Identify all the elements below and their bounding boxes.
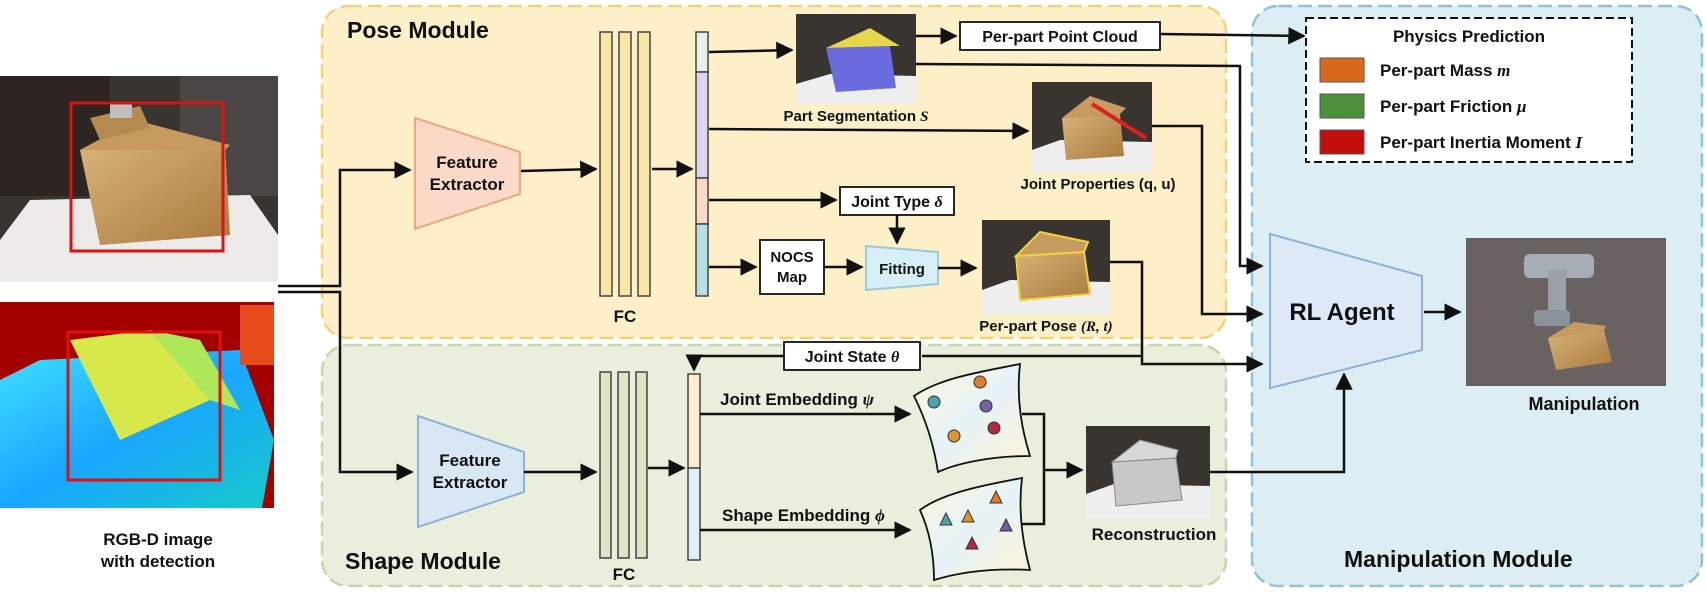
joint-properties-image	[1032, 82, 1152, 172]
pose-fc-layers	[599, 31, 651, 297]
physics-item-swatch	[1319, 57, 1365, 83]
svg-text:Fitting: Fitting	[879, 261, 925, 278]
physics-title: Physics Prediction	[1393, 27, 1545, 46]
shape-embedding-label: Shape Embedding ϕ	[722, 506, 885, 525]
per-part-pose-label: Per-part Pose (R, t)	[979, 318, 1112, 335]
detection-box-rgb	[69, 101, 225, 253]
shape-output-vector	[687, 373, 701, 561]
part-segmentation-label: Part Segmentation S	[783, 108, 928, 125]
physics-item-swatch	[1319, 93, 1365, 119]
svg-text:Extractor: Extractor	[430, 175, 505, 194]
physics-item-label: Per-part Inertia Moment I	[1380, 133, 1584, 152]
physics-item-label: Per-part Mass m	[1380, 61, 1510, 80]
svg-text:Feature: Feature	[439, 451, 500, 470]
pose-fc-label: FC	[614, 307, 637, 326]
manipulation-label: Manipulation	[1529, 394, 1640, 414]
shape-feature-extractor: Feature Extractor	[417, 414, 525, 529]
nocs-map-box: NOCS Map	[759, 239, 825, 295]
svg-text:Per-part Point Cloud: Per-part Point Cloud	[982, 29, 1138, 46]
reconstruction-label: Reconstruction	[1092, 525, 1217, 544]
manipulation-image	[1466, 238, 1666, 386]
physics-item: Per-part Friction μ	[1319, 93, 1526, 119]
svg-text:Joint Type δ: Joint Type δ	[851, 194, 942, 211]
svg-text:NOCS: NOCS	[770, 249, 813, 266]
rgb-image	[0, 76, 278, 282]
physics-item: Per-part Inertia Moment I	[1319, 129, 1584, 155]
input-caption-line2: with detection	[100, 552, 215, 571]
manipulation-module-title: Manipulation Module	[1344, 546, 1573, 572]
rl-agent-block: RL Agent	[1269, 232, 1423, 390]
svg-text:RL Agent: RL Agent	[1289, 299, 1394, 326]
shape-module-title: Shape Module	[345, 548, 501, 574]
per-part-pose-image	[982, 220, 1110, 314]
svg-text:Extractor: Extractor	[433, 473, 508, 492]
pose-feature-extractor: Feature Extractor	[414, 116, 521, 231]
pose-module-title: Pose Module	[347, 17, 489, 43]
joint-embedding-label: Joint Embedding ψ	[720, 390, 875, 409]
detection-box-depth	[66, 330, 222, 482]
fitting-box: Fitting	[865, 244, 939, 292]
per-part-point-cloud-box: Per-part Point Cloud	[959, 21, 1161, 51]
svg-text:Map: Map	[777, 269, 807, 286]
svg-text:Feature: Feature	[436, 153, 497, 172]
depth-image	[0, 302, 274, 508]
physics-item: Per-part Mass m	[1319, 57, 1510, 83]
shape-fc-layers	[599, 371, 648, 559]
part-segmentation-image	[796, 14, 916, 104]
joint-properties-label: Joint Properties (q, u)	[1020, 176, 1175, 193]
physics-item-label: Per-part Friction μ	[1380, 97, 1526, 116]
joint-embedding-manifold	[912, 362, 1032, 474]
input-caption-line1: RGB-D image	[103, 530, 213, 549]
svg-text:Joint State θ: Joint State θ	[805, 349, 900, 366]
reconstruction-image	[1086, 426, 1210, 518]
shape-embedding-manifold	[918, 476, 1032, 582]
physics-item-swatch	[1319, 129, 1365, 155]
pose-output-vector	[695, 31, 709, 297]
joint-state-box: Joint State θ	[783, 341, 921, 371]
shape-fc-label: FC	[613, 565, 636, 584]
joint-type-box: Joint Type δ	[839, 186, 955, 216]
